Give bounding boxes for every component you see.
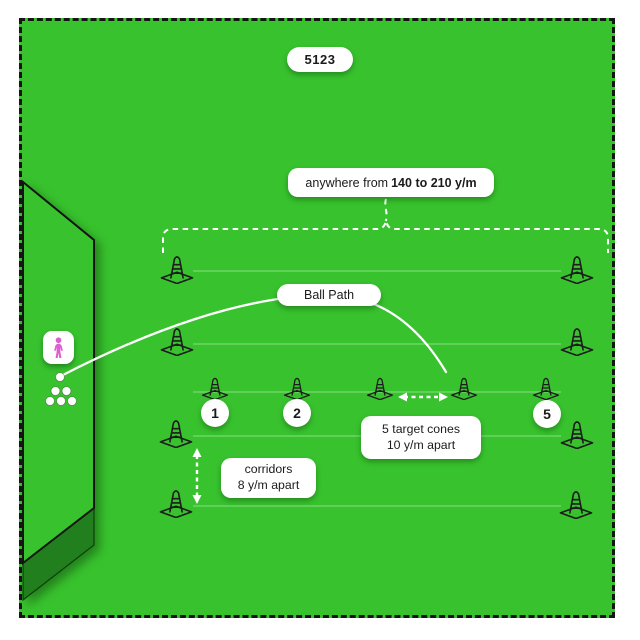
practice-field <box>19 18 615 618</box>
cone-icon <box>366 377 394 400</box>
target-cones-line2: 10 y/m apart <box>386 437 456 452</box>
cone-icon <box>159 490 193 518</box>
target-cones-note: 5 target cones 10 y/m apart <box>361 416 481 459</box>
target-cones <box>201 377 560 400</box>
station-number-badge: 5123 <box>287 47 353 72</box>
ball-path-label: Ball Path <box>277 284 381 306</box>
corridors-line1: corridors <box>244 462 293 477</box>
cone-icon <box>450 377 478 400</box>
cone-spacing-arrow <box>398 392 448 402</box>
player-card <box>43 331 74 364</box>
target-cone-number-2: 2 <box>283 399 311 427</box>
golf-ball-icon <box>56 396 66 406</box>
cone-number-text: 1 <box>211 405 219 421</box>
distance-bracket <box>162 198 609 253</box>
cone-icon <box>283 377 311 400</box>
station-number: 5123 <box>304 52 336 67</box>
golf-ball-icon <box>67 396 77 406</box>
distance-value: 140 to 210 y/m <box>391 175 477 190</box>
distance-range-label: anywhere from 140 to 210 y/m <box>288 168 494 197</box>
corridors-note: corridors 8 y/m apart <box>221 458 316 498</box>
corridors-line2: 8 y/m apart <box>237 478 300 492</box>
cone-icon <box>201 377 229 400</box>
golf-ball-icon <box>45 396 55 406</box>
distance-prefix: anywhere from <box>305 175 389 190</box>
ball-path-text: Ball Path <box>303 288 355 302</box>
cone-icon <box>560 256 594 284</box>
cone-icon <box>560 421 594 449</box>
target-cone-number-5: 5 <box>533 400 561 428</box>
cone-icon <box>160 256 194 284</box>
cone-icon <box>160 328 194 356</box>
golf-ball-icon <box>61 386 72 396</box>
ball-path-curve <box>59 293 448 378</box>
target-cone-number-1: 1 <box>201 399 229 427</box>
corridor-spacing-arrow <box>192 448 202 504</box>
cone-icon <box>532 377 560 400</box>
golf-balls <box>45 372 77 406</box>
golf-ball-icon <box>50 386 61 396</box>
person-icon <box>54 337 63 358</box>
cone-icon <box>560 328 594 356</box>
tee-box-wall <box>22 179 95 602</box>
cone-number-text: 2 <box>293 405 301 421</box>
target-cones-line1: 5 target cones <box>382 421 460 436</box>
golf-ball-icon <box>55 372 65 382</box>
cone-number-text: 5 <box>543 406 551 422</box>
cone-icon <box>559 491 593 519</box>
cone-icon <box>159 420 193 448</box>
